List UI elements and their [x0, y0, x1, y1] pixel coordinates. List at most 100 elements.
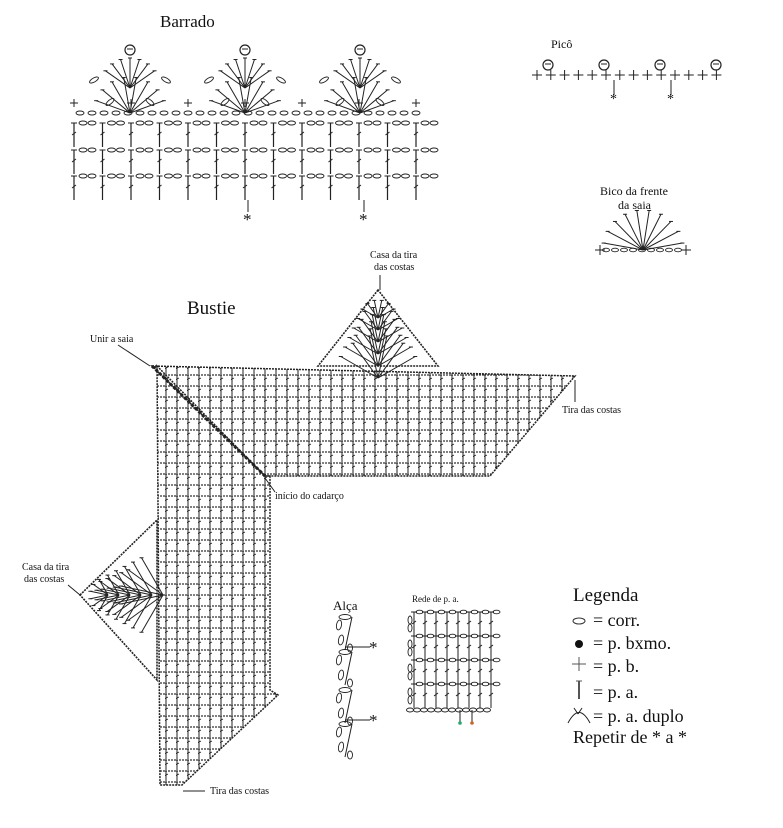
chain-icon — [429, 173, 439, 179]
stitch-line — [488, 644, 494, 649]
stitch-line — [157, 131, 162, 136]
chain-icon — [426, 633, 435, 639]
chain-icon — [267, 110, 277, 116]
chain-icon — [407, 695, 413, 705]
stitch-line — [370, 321, 379, 355]
stitch-line — [129, 59, 140, 89]
chain-icon — [492, 609, 501, 615]
stitch-line — [214, 131, 219, 136]
stitch-line — [120, 59, 131, 89]
stitch-line — [271, 184, 276, 189]
chain-icon — [372, 120, 382, 126]
stitch-line — [185, 184, 191, 189]
chain-icon — [420, 120, 430, 126]
chain-icon — [78, 173, 88, 179]
repeat-asterisk: * — [243, 210, 252, 229]
chain-icon — [470, 633, 479, 639]
stitch-line — [100, 158, 105, 163]
stitch-line — [466, 644, 472, 649]
chain-icon — [171, 110, 181, 116]
stitch-line — [642, 242, 683, 251]
marker-dot — [458, 721, 462, 725]
bustie-chart — [67, 275, 577, 792]
stitch-line — [235, 59, 246, 89]
stitch-line — [367, 303, 379, 319]
stitch-line — [123, 77, 131, 114]
chain-icon — [87, 147, 97, 153]
chain-icon — [335, 97, 345, 107]
chain-icon — [306, 147, 316, 153]
bico-title-1: Bico da frente — [600, 184, 668, 198]
chain-icon — [201, 173, 211, 179]
stitch-line — [488, 620, 494, 625]
chain-icon — [144, 173, 154, 179]
chain-icon — [164, 120, 173, 126]
chain-icon — [338, 614, 352, 620]
chain-icon — [192, 173, 202, 179]
chain-icon — [434, 707, 442, 713]
chain-icon — [476, 707, 484, 713]
stitch-line — [352, 342, 379, 379]
stitch-line — [128, 158, 134, 163]
legend-item-bxmo: = p. bxmo. — [565, 633, 671, 654]
chain-icon — [335, 726, 343, 738]
stitch-line — [359, 70, 385, 89]
stitch-line — [477, 644, 483, 649]
stitch-line — [377, 335, 388, 379]
stitch-line — [344, 616, 353, 651]
stitch-line — [344, 346, 379, 367]
stitch-line — [377, 311, 392, 331]
chain-icon — [276, 76, 286, 84]
plus-icon — [565, 656, 593, 677]
marker-dot — [470, 721, 474, 725]
stitch-line — [377, 342, 404, 379]
pico-title: Picô — [551, 37, 573, 51]
stitch-line — [466, 668, 472, 673]
chain-icon — [420, 147, 430, 153]
pico-icon — [598, 59, 610, 71]
stitch-line — [413, 184, 419, 189]
stitch-line — [642, 221, 672, 251]
stitch-line — [377, 314, 385, 343]
stitch-line — [141, 557, 164, 596]
stitch-line — [344, 651, 353, 686]
stitch-line — [477, 668, 483, 673]
chain-icon — [135, 147, 145, 153]
chain-icon — [116, 147, 125, 153]
stitch-line — [93, 594, 109, 606]
chain-icon — [429, 147, 439, 153]
stitch-line — [114, 594, 153, 604]
stitch-line — [185, 158, 191, 163]
chain-icon — [111, 110, 121, 116]
chain-icon — [258, 173, 268, 179]
chain-icon — [335, 173, 344, 179]
stitch-line — [120, 594, 164, 605]
alca-chart — [335, 614, 370, 760]
chain-icon — [429, 120, 439, 126]
stitch-line — [636, 210, 644, 251]
stitch-line — [185, 131, 191, 136]
stitch-line — [350, 59, 361, 89]
chain-icon — [448, 707, 456, 713]
chain-icon — [344, 147, 353, 153]
chain-icon — [249, 173, 259, 179]
stitch-line — [129, 70, 155, 89]
chain-icon — [207, 110, 217, 116]
stitch-line — [96, 589, 120, 596]
chain-icon — [427, 707, 435, 713]
stitch-line — [642, 210, 650, 251]
chain-icon — [335, 692, 343, 704]
chain-icon — [327, 110, 337, 116]
chain-icon — [337, 707, 345, 719]
chain-icon — [173, 147, 182, 153]
chain-icon — [278, 147, 287, 153]
chain-icon — [255, 110, 265, 116]
chain-icon — [107, 120, 116, 126]
stitch-line — [433, 692, 439, 697]
chain-icon — [363, 120, 373, 126]
chain-icon — [372, 147, 382, 153]
casa-top-fan — [316, 288, 440, 379]
chain-icon — [611, 247, 619, 253]
chain-icon — [161, 76, 171, 84]
chain-icon — [407, 647, 413, 657]
